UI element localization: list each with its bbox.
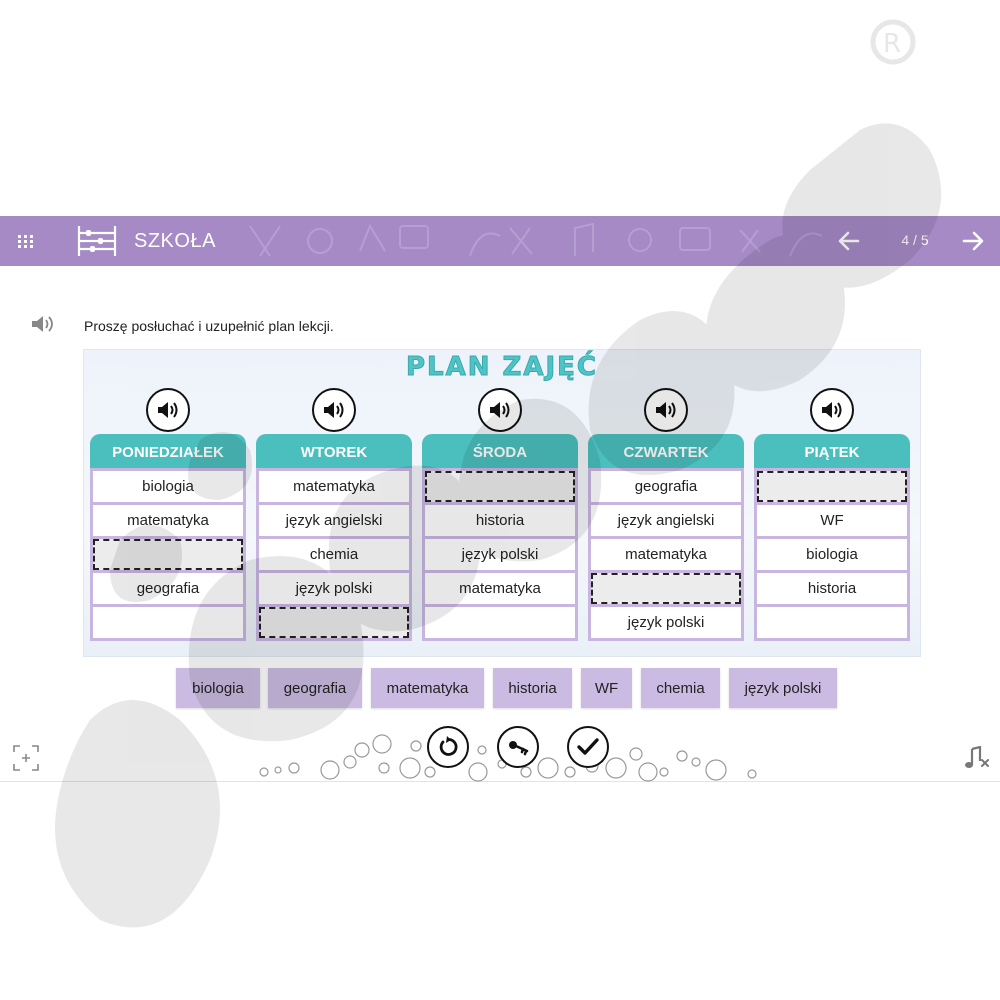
lesson-cell-empty bbox=[425, 607, 575, 638]
lesson-cell: geografia bbox=[93, 573, 243, 604]
lesson-cell: język polski bbox=[591, 607, 741, 638]
arrow-left-icon[interactable] bbox=[836, 228, 862, 254]
bubbles-decoration bbox=[259, 734, 757, 782]
day-speaker-button[interactable] bbox=[478, 388, 522, 432]
word-chip[interactable]: chemia bbox=[641, 668, 720, 708]
word-chip[interactable]: geografia bbox=[268, 668, 362, 708]
reset-icon bbox=[439, 736, 458, 756]
day-header: PIĄTEK bbox=[754, 434, 910, 468]
day-column-monday: PONIEDZIAŁEK biologia matematyka geograf… bbox=[90, 388, 246, 641]
speaker-icon bbox=[490, 402, 510, 418]
word-chip[interactable]: język polski bbox=[729, 668, 837, 708]
drop-slot[interactable] bbox=[757, 471, 907, 502]
day-speaker-button[interactable] bbox=[810, 388, 854, 432]
drop-slot[interactable] bbox=[425, 471, 575, 502]
day-speaker-button[interactable] bbox=[644, 388, 688, 432]
drop-slot[interactable] bbox=[93, 539, 243, 570]
lesson-cell: chemia bbox=[259, 539, 409, 570]
day-header: CZWARTEK bbox=[588, 434, 744, 468]
day-lessons: geografia język angielski matematyka jęz… bbox=[588, 468, 744, 641]
word-chip[interactable]: biologia bbox=[176, 668, 260, 708]
lesson-cell: biologia bbox=[93, 471, 243, 502]
instruction-speaker-icon[interactable] bbox=[30, 314, 54, 334]
lesson-cell: matematyka bbox=[425, 573, 575, 604]
speaker-icon bbox=[656, 402, 676, 418]
lesson-cell: geografia bbox=[591, 471, 741, 502]
lesson-cell-empty bbox=[757, 607, 907, 638]
day-header: PONIEDZIAŁEK bbox=[90, 434, 246, 468]
lesson-cell: język polski bbox=[425, 539, 575, 570]
speaker-icon bbox=[822, 402, 842, 418]
app-title: SZKOŁA bbox=[134, 230, 216, 252]
speaker-icon bbox=[158, 402, 178, 418]
lesson-cell: historia bbox=[425, 505, 575, 536]
reset-button[interactable] bbox=[427, 726, 469, 768]
drop-slot[interactable] bbox=[259, 607, 409, 638]
day-column-tuesday: WTOREK matematyka język angielski chemia… bbox=[256, 388, 412, 641]
speaker-icon bbox=[324, 402, 344, 418]
schedule-title: PLAN ZAJĘĆ bbox=[405, 352, 599, 383]
day-column-wednesday: ŚRODA historia język polski matematyka bbox=[422, 388, 578, 641]
lesson-cell: matematyka bbox=[591, 539, 741, 570]
day-lessons: biologia matematyka geografia bbox=[90, 468, 246, 641]
day-lessons: matematyka język angielski chemia język … bbox=[256, 468, 412, 641]
music-off-icon[interactable] bbox=[962, 746, 990, 770]
lesson-cell: historia bbox=[757, 573, 907, 604]
abacus-icon bbox=[77, 226, 117, 256]
instruction-text: Proszę posłuchać i uzupełnić plan lekcji… bbox=[84, 318, 334, 334]
check-icon bbox=[577, 738, 599, 755]
hint-button[interactable] bbox=[497, 726, 539, 768]
word-chip[interactable]: WF bbox=[581, 668, 632, 708]
top-bar: SZKOŁA 4 / 5 bbox=[0, 216, 1000, 266]
arrow-right-icon[interactable] bbox=[960, 228, 986, 254]
day-lessons: historia język polski matematyka bbox=[422, 468, 578, 641]
page-counter: 4 / 5 bbox=[901, 232, 929, 248]
lesson-cell: WF bbox=[757, 505, 907, 536]
day-lessons: WF biologia historia bbox=[754, 468, 910, 641]
day-speaker-button[interactable] bbox=[146, 388, 190, 432]
check-button[interactable] bbox=[567, 726, 609, 768]
key-icon bbox=[509, 741, 529, 756]
lesson-cell: biologia bbox=[757, 539, 907, 570]
app-window: SZKOŁA 4 / 5 Proszę posłuchać i uzupełni… bbox=[0, 216, 1000, 782]
lesson-cell-empty bbox=[93, 607, 243, 638]
lesson-cell: język polski bbox=[259, 573, 409, 604]
day-speaker-button[interactable] bbox=[312, 388, 356, 432]
topbar-pattern bbox=[249, 222, 823, 257]
day-column-friday: PIĄTEK WF biologia historia bbox=[754, 388, 910, 641]
word-chip[interactable]: matematyka bbox=[371, 668, 484, 708]
day-header: WTOREK bbox=[256, 434, 412, 468]
svg-text:R: R bbox=[883, 29, 901, 59]
drop-slot[interactable] bbox=[591, 573, 741, 604]
lesson-cell: matematyka bbox=[259, 471, 409, 502]
day-column-thursday: CZWARTEK geografia język angielski matem… bbox=[588, 388, 744, 641]
lesson-cell: język angielski bbox=[259, 505, 409, 536]
lesson-cell: matematyka bbox=[93, 505, 243, 536]
word-chip[interactable]: historia bbox=[493, 668, 572, 708]
day-header: ŚRODA bbox=[422, 434, 578, 468]
menu-grid-icon[interactable] bbox=[14, 229, 38, 253]
fullscreen-icon[interactable] bbox=[12, 744, 40, 772]
schedule-panel: PLAN ZAJĘĆ PONIEDZIAŁEK biologia matemat… bbox=[84, 350, 920, 656]
lesson-cell: język angielski bbox=[591, 505, 741, 536]
